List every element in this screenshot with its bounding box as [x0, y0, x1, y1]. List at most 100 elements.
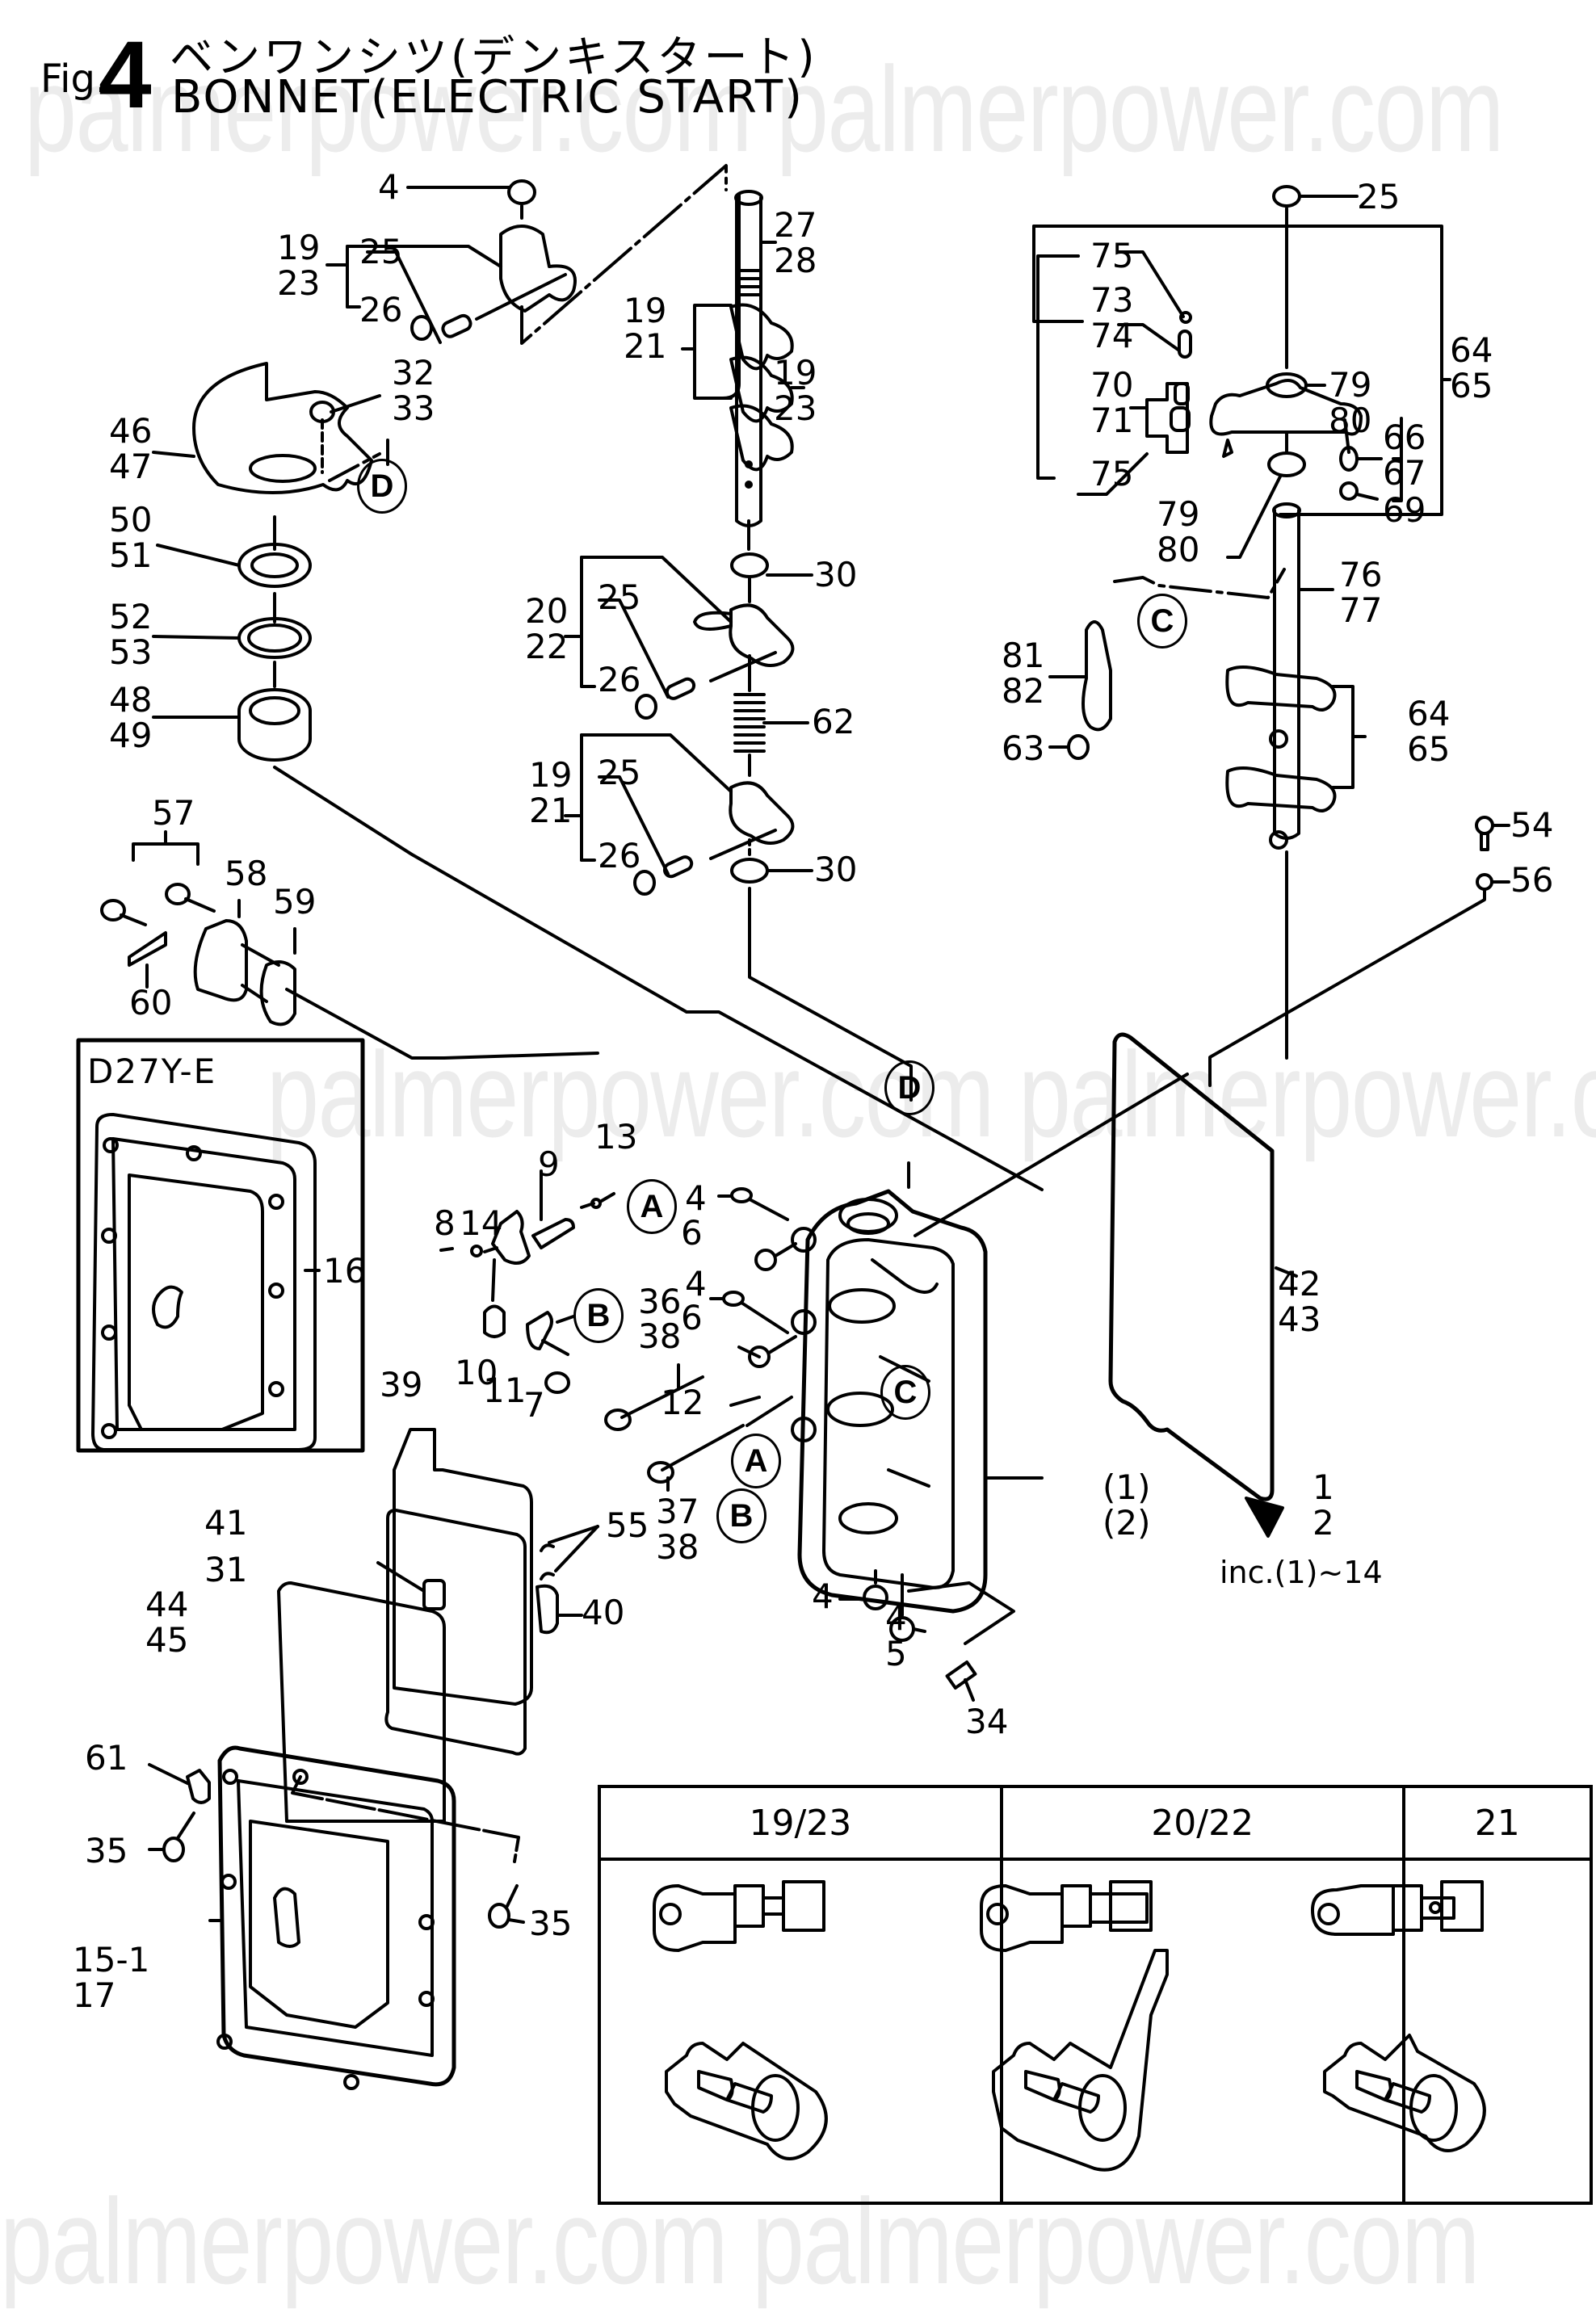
callout-m-42-43: 42 43 [1278, 1264, 1321, 1339]
ref-marker-d-upper: D [357, 459, 407, 514]
rocker-variants-table: 19/23 20/22 21 [598, 1785, 1594, 2205]
callout-tl-52-53: 52 53 [109, 597, 153, 672]
callout-c-25b: 25 [598, 753, 641, 792]
callout-m-4-5: 4 5 [885, 1598, 907, 1673]
inset-title: D27Y-E [87, 1052, 217, 1091]
callout-c-62: 62 [812, 702, 855, 741]
callout-c-19-21: 19 21 [624, 291, 667, 366]
callout-c-20-22: 20 22 [525, 591, 569, 666]
callout-b-39: 39 [380, 1365, 423, 1404]
ref-marker-b-head: B [716, 1488, 766, 1543]
gasket-41 [384, 1509, 527, 1756]
rocker-shaft-center [564, 190, 913, 1102]
side-cover-stack [148, 1428, 599, 2090]
callout-tl-26: 26 [359, 290, 403, 330]
ref-marker-a-head: A [731, 1434, 781, 1488]
callout-b-55: 55 [606, 1505, 649, 1545]
breather-group [100, 830, 599, 1060]
callout-tl-32-33: 32 33 [392, 353, 435, 428]
callout-b-40: 40 [582, 1593, 625, 1632]
ref-marker-c-upper: C [1137, 594, 1187, 649]
flange-59 [259, 960, 296, 1026]
callout-m-38a: 38 [638, 1316, 682, 1356]
variant-header-21: 21 [1401, 1785, 1594, 1861]
callout-tl-4: 4 [378, 167, 400, 207]
callout-b-31: 31 [204, 1550, 248, 1589]
callout-m-7: 7 [523, 1385, 545, 1425]
rocker-19-23 [729, 355, 794, 423]
nut-26-b [633, 870, 656, 896]
title-english: BONNET(ELECTRIC START) [171, 71, 804, 124]
spring-62 [733, 693, 766, 753]
flange-58 [193, 919, 248, 1002]
callout-tr-75a: 75 [1090, 236, 1134, 275]
callout-c-19-21b: 19 21 [529, 755, 573, 830]
rocker-arm-64a [1225, 665, 1337, 712]
adjust-screw [441, 313, 472, 338]
callout-b-41: 41 [204, 1503, 248, 1543]
callout-tl-19-23: 19 23 [277, 228, 321, 303]
variant-cell-19-23 [598, 1858, 1003, 2205]
callout-tr-75b: 75 [1090, 454, 1134, 493]
callout-c-26b: 26 [598, 836, 641, 875]
governor-lever-group [1032, 185, 1510, 1087]
callout-m-11: 11 [483, 1371, 527, 1410]
callout-tr-76-77: 76 77 [1339, 555, 1383, 630]
rocker-19-21-lower [729, 404, 794, 472]
callout-tr-73-74: 73 74 [1090, 280, 1134, 355]
callout-m-34: 34 [965, 1702, 1009, 1741]
callout-b-35a: 35 [85, 1831, 128, 1870]
callout-m-12: 12 [661, 1383, 704, 1422]
nut-part-26 [410, 315, 433, 341]
gasket-44 [277, 1581, 446, 1823]
washer-30-upper [730, 552, 769, 578]
callout-m-4a: 4 [685, 1178, 707, 1218]
callout-tr-63: 63 [1002, 728, 1045, 768]
callout-c-30b: 30 [814, 850, 858, 889]
rocker-19-21-upper [729, 303, 794, 371]
ref-marker-b-upper: B [573, 1288, 624, 1343]
callout-tr-54: 54 [1510, 805, 1554, 845]
title-japanese: ベンワンシツ(デンキスタート) [170, 31, 818, 82]
callout-b-61: 61 [85, 1738, 128, 1778]
callout-m-8: 8 [434, 1203, 456, 1243]
callout-tr-25: 25 [1357, 177, 1401, 216]
callout-c-26a: 26 [598, 660, 641, 699]
cylinder-head-block [439, 1032, 1298, 1702]
variant-cell-20-22 [999, 1858, 1405, 2205]
ref-marker-a-upper: A [627, 1179, 677, 1234]
callout-l-60: 60 [129, 983, 173, 1022]
callout-m-10: 10 [455, 1353, 498, 1392]
callout-tr-56: 56 [1510, 860, 1554, 900]
callout-c-30a: 30 [814, 555, 858, 594]
variant-header-20-22: 20/22 [999, 1785, 1405, 1861]
ref-marker-d-head: D [884, 1060, 934, 1115]
bearing-stack-left [152, 362, 1044, 1191]
callout-tl-50-51: 50 51 [109, 500, 153, 575]
callout-m-inc: inc.(1)~14 [1220, 1555, 1383, 1590]
variant-header-19-23: 19/23 [598, 1785, 1003, 1861]
cap-part-4 [507, 179, 536, 205]
callout-m-9: 9 [538, 1144, 560, 1184]
callout-m-p1-p2: (1) (2) [1102, 1467, 1151, 1543]
gasket-42 [1108, 1032, 1275, 1501]
callout-m-4c: 4 [812, 1576, 834, 1616]
callout-l-57: 57 [152, 793, 195, 833]
elbow-61 [186, 1769, 211, 1804]
callout-b-44-45: 44 45 [145, 1585, 189, 1660]
variant-cell-21 [1401, 1858, 1594, 2205]
callout-d27-16: 16 [323, 1251, 367, 1291]
callout-c-25a: 25 [598, 577, 641, 617]
rocker-assembly-top-left [326, 164, 728, 345]
nut-26-a [635, 694, 657, 720]
callout-tr-70-71: 70 71 [1090, 365, 1134, 440]
cover-15-1 [217, 1745, 456, 2087]
screen-31 [422, 1579, 446, 1610]
callout-tl-48-49: 48 49 [109, 680, 153, 755]
callout-tr-79-80a: 79 80 [1329, 365, 1372, 440]
callout-m-13: 13 [594, 1117, 638, 1157]
callout-tr-66-67: 66 67 [1383, 418, 1426, 493]
watermark-top: palmerpower.com palmerpower.com [24, 41, 1504, 177]
